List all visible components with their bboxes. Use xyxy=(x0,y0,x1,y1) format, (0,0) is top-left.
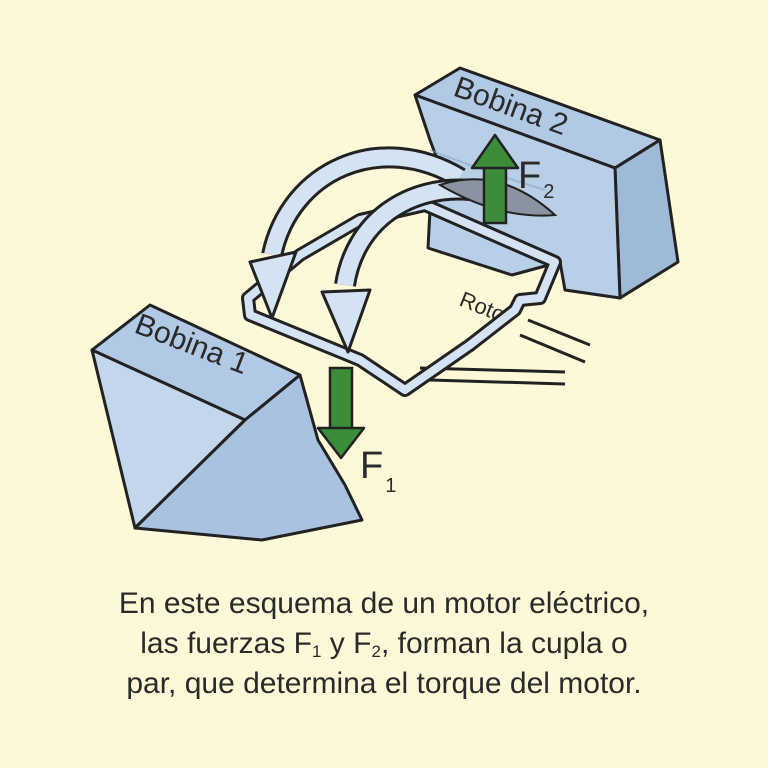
caption-line-2: las fuerzas F1 y F2, forman la cupla o xyxy=(140,627,628,661)
force-arrow-f1 xyxy=(316,366,366,460)
force-arrow-f2 xyxy=(470,133,520,225)
rotor-shaft xyxy=(419,318,591,386)
caption: En este esquema de un motor eléctrico, l… xyxy=(0,584,768,704)
caption-line-3: par, que determina el torque del motor. xyxy=(126,667,642,700)
field-arrowhead-outer xyxy=(248,250,298,320)
caption-line-1: En este esquema de un motor eléctrico, xyxy=(118,587,650,620)
coil-1 xyxy=(90,303,364,542)
field-arrowhead-inner xyxy=(320,288,372,354)
rotor-loop xyxy=(241,198,562,397)
